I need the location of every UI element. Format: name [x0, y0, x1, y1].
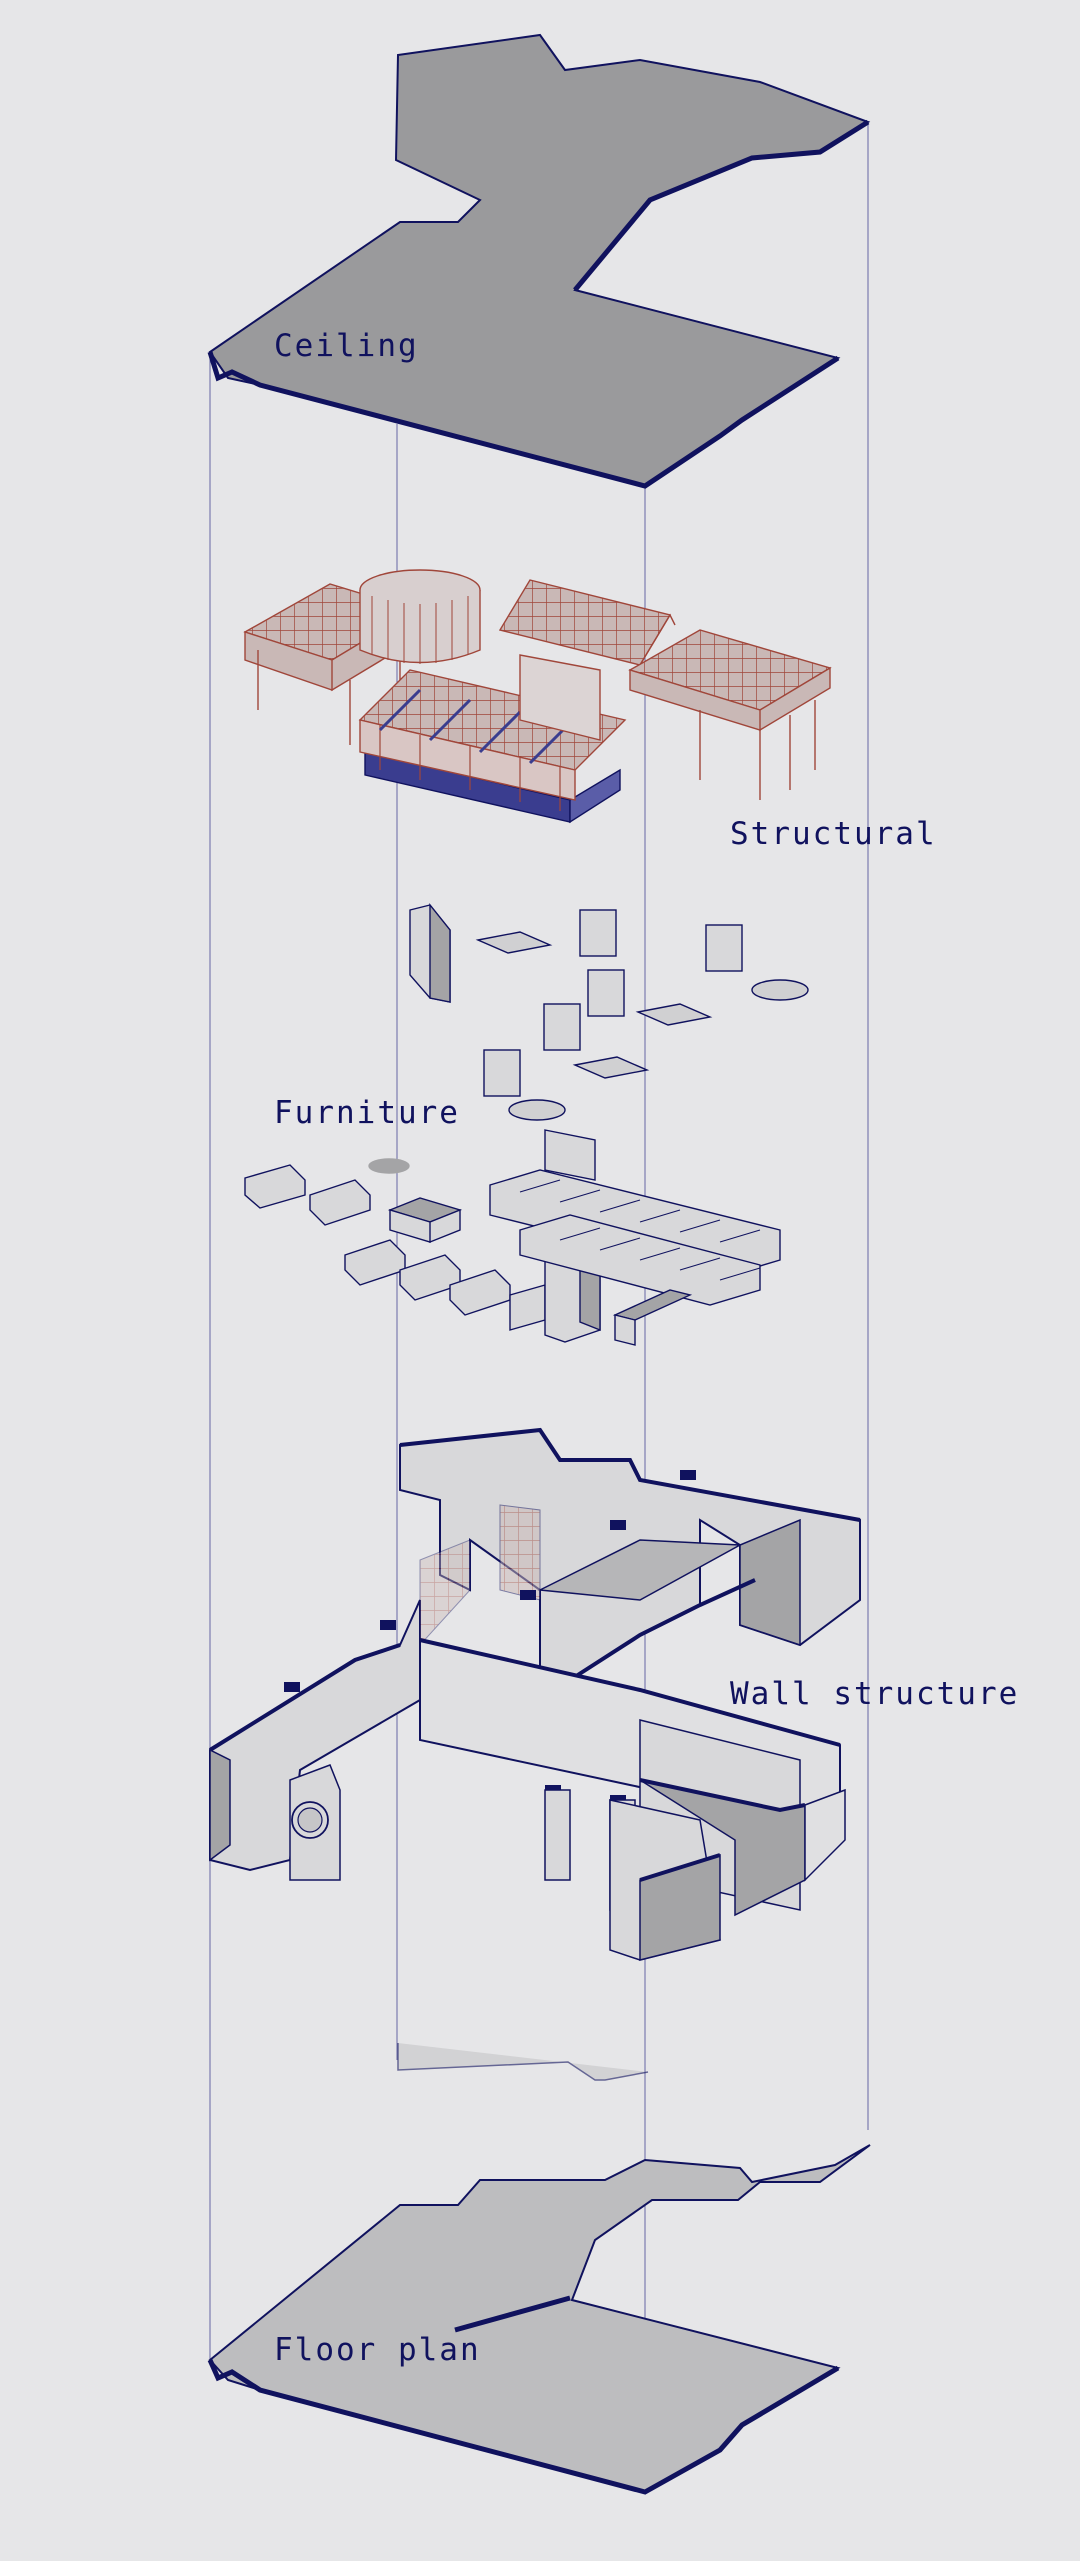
- label-wall-structure: Wall structure: [730, 1676, 1020, 1712]
- ceiling-slab: [207, 33, 871, 489]
- structural-frames: [243, 569, 832, 824]
- floor-plan-slab: [207, 2043, 871, 2495]
- label-structural: Structural: [730, 816, 937, 852]
- label-floor-plan: Floor plan: [274, 2332, 481, 2368]
- label-ceiling: Ceiling: [274, 328, 419, 364]
- furniture-items: [244, 903, 809, 1346]
- wall-structure: [208, 1427, 861, 1961]
- label-furniture: Furniture: [274, 1095, 460, 1131]
